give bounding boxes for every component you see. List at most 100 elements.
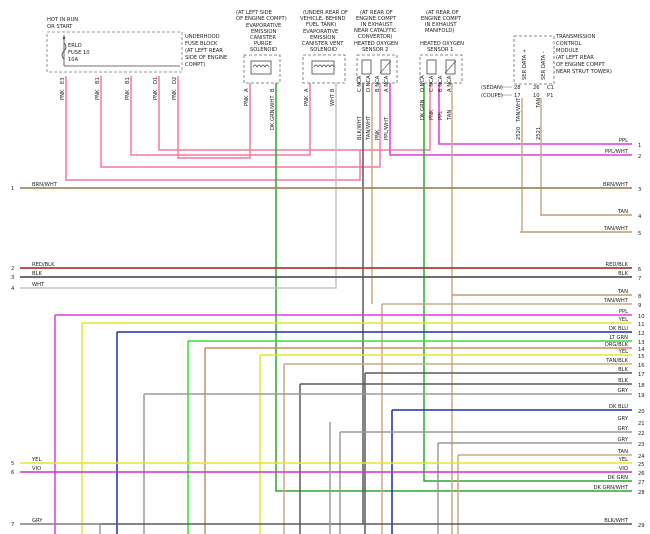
tcm-outline — [513, 35, 555, 85]
terminal-color: YEL — [618, 457, 628, 463]
component-name: SENSOR 2 — [362, 47, 388, 53]
tcm-pin-label: SER DATA + — [522, 49, 528, 80]
terminal-color: GRY — [618, 426, 629, 432]
gry-wire — [20, 523, 101, 534]
component-name: EMISSION — [310, 35, 335, 41]
evap-purge-solenoid: (AT LEFT SIDE OF ENGINE COMPT) EVAPORATI… — [236, 10, 287, 84]
terminal-number: 3 — [11, 275, 14, 281]
terminal-number: 28 — [638, 490, 645, 496]
wire-color-label: PPL — [438, 111, 444, 120]
power-label: HOT IN RUN — [47, 17, 78, 23]
terminal-color: RED/BLK — [606, 262, 629, 268]
terminal-number: 5 — [11, 461, 14, 467]
fuse-block-outline — [46, 31, 183, 73]
terminal-color: BLK — [618, 378, 628, 384]
heated-oxygen-sensor-1: (AT REAR OF ENGINE COMPT IN EXHAUST MANI… — [419, 10, 464, 84]
tcm-connector: P1 — [547, 93, 553, 99]
solenoid-coil-icon — [250, 60, 272, 75]
component-location: NEAR CATALYTIC — [354, 28, 397, 34]
fuse-block-desc: (AT LEFT REAR — [185, 48, 223, 54]
fuse-block-desc: SIDE OF ENGINE — [185, 55, 227, 61]
component-location: CONVERTOR) — [358, 34, 393, 40]
pnk-feed-wire — [65, 76, 361, 181]
terminal-number: 20 — [638, 409, 645, 415]
fuse-block-desc: COMPT) — [185, 62, 206, 68]
terminal-number: 3 — [638, 187, 641, 193]
terminal-number: 1 — [11, 186, 14, 192]
terminal-number: 22 — [638, 431, 645, 437]
terminal-color: BRN/WHT — [603, 182, 629, 188]
terminal-color: PPL — [619, 309, 628, 315]
terminal-color: DK GRN — [607, 475, 628, 481]
terminal-number: 25 — [638, 462, 645, 468]
terminal-number: 29 — [638, 523, 645, 529]
terminal-color: BLK/WHT — [604, 518, 629, 524]
terminal-number: 4 — [11, 286, 15, 292]
component-name: HEATED OXYGEN — [420, 41, 464, 47]
component-location: IN EXHAUST — [361, 22, 393, 28]
underhood-fuse-block: HOT IN RUN OR START ERLO FUSE 10 10A UND… — [46, 17, 227, 73]
terminal-number: 1 — [638, 143, 641, 149]
pnk-feed-wire — [100, 76, 381, 168]
wire-color-label: TAN — [447, 110, 453, 121]
tcm-name: TRANSMISSION — [555, 34, 595, 40]
wire-color-label: PNK — [375, 129, 381, 140]
terminal-number: 15 — [638, 354, 645, 360]
tcm-variant-label: (SEDAN) — [481, 85, 503, 91]
component-location: (AT LEFT SIDE — [236, 10, 272, 16]
terminal-number: 8 — [638, 294, 641, 300]
wire-color-label: PNK — [304, 95, 310, 106]
component-name: HEATED OXYGEN — [354, 41, 398, 47]
fuse-icon — [61, 42, 67, 60]
tcm-name: NEAR STRUT TOWER) — [556, 69, 612, 75]
wire-color-label: PPL/WHT — [384, 116, 390, 140]
pin-label: D NCA — [420, 75, 426, 92]
terminal-number: 12 — [638, 331, 645, 337]
pin-label: B NCA — [438, 75, 444, 92]
power-label: OR START — [47, 24, 73, 30]
tcm-pin-number: 28 — [514, 85, 521, 91]
terminal-number: 5 — [638, 231, 641, 237]
pin-label: D NCA — [366, 75, 372, 92]
wire-color-label: TAN/WHT — [516, 97, 522, 123]
wire-color-label: PNK — [60, 89, 66, 100]
terminal-color: BRN/WHT — [32, 182, 58, 188]
component-location: FUEL TANK) — [306, 22, 336, 28]
wire-color-label: DK GRN/WHT — [270, 95, 276, 130]
terminal-color: YEL — [618, 349, 628, 355]
heated-oxygen-sensor-2: (AT REAR OF ENGINE COMPT IN EXHAUST NEAR… — [354, 10, 398, 84]
tcm-tan-wht-wire — [521, 98, 632, 233]
ppl-wire — [438, 83, 632, 145]
terminal-number: 19 — [638, 393, 645, 399]
terminal-color: GRY — [618, 416, 629, 422]
pnk-feed-wire — [130, 76, 311, 156]
terminal-number: 2 — [638, 154, 641, 160]
pin-label: B NCA — [375, 75, 381, 92]
sensor-element-icon — [380, 59, 391, 75]
component-location: VEHICLE, BEHIND — [300, 16, 346, 22]
terminal-color: TAN/WHT — [603, 226, 629, 232]
pin-label: B1 — [125, 77, 131, 84]
purge-solenoid-outline — [243, 54, 281, 84]
terminal-color: PPL/WHT — [605, 149, 629, 155]
pin-label: B1 — [95, 77, 101, 84]
pin-label: E3 — [60, 77, 66, 84]
component-name: EMISSION — [251, 29, 276, 35]
tcm-pin-label: SER DATA - — [541, 51, 547, 80]
heater-element-icon — [361, 59, 372, 75]
fuse-label: 10A — [68, 57, 79, 63]
pin-label: D1 — [153, 77, 159, 84]
tcm-pin-number: 17 — [514, 93, 521, 99]
tcm-name: CONTROL — [556, 41, 581, 47]
terminal-number: 27 — [638, 480, 645, 486]
tcm-pin-number: 26 — [533, 85, 540, 91]
terminal-number: 26 — [638, 471, 645, 477]
terminal-number: 2 — [11, 266, 14, 272]
terminal-color: TAN — [617, 209, 628, 215]
terminal-color: PPL — [619, 138, 628, 144]
pin-label: B — [330, 88, 336, 92]
terminal-color: TAN — [617, 289, 628, 295]
terminal-color: BLK — [618, 271, 628, 277]
